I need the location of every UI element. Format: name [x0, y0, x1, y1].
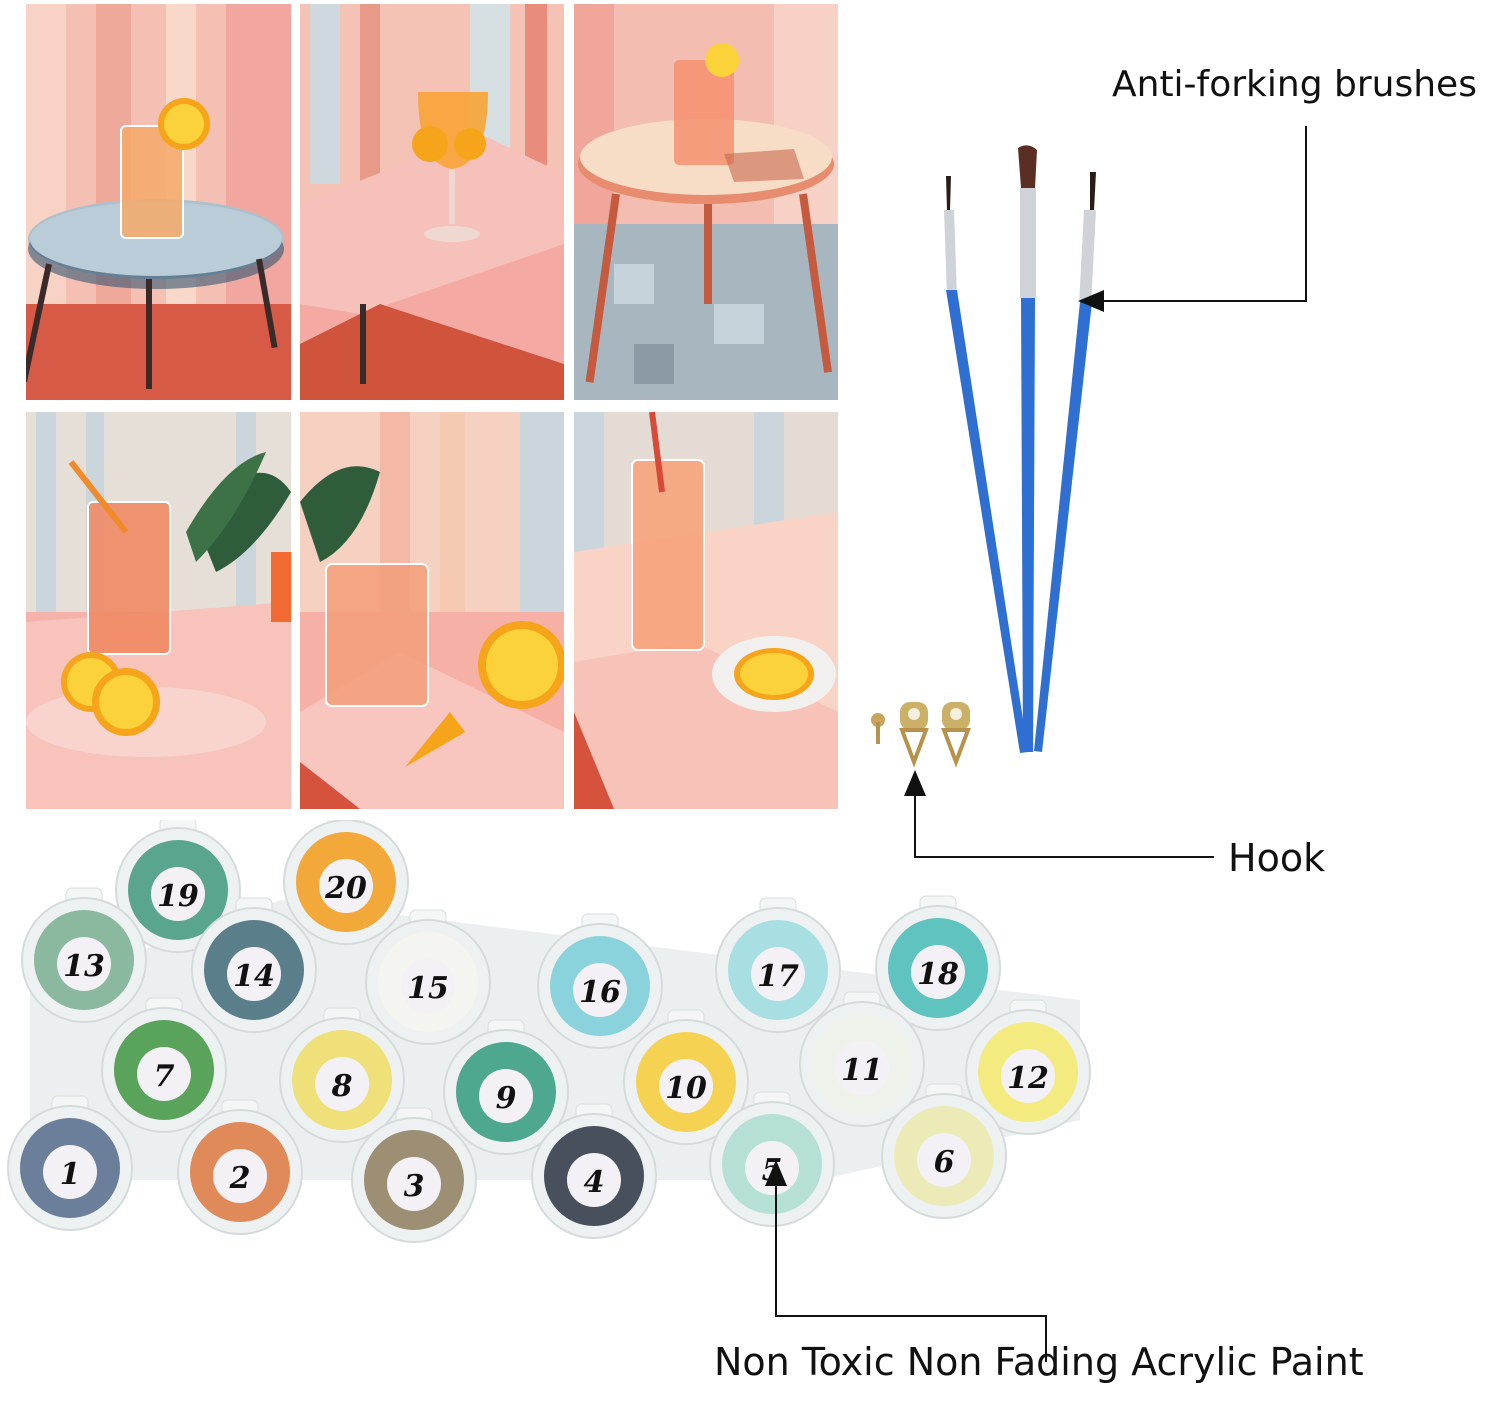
paint-pot-11: 11: [799, 991, 925, 1127]
paint-pot-12: 12: [965, 999, 1091, 1135]
paint-pot-number: 6: [934, 1145, 955, 1180]
paint-pot-9: 9: [443, 1019, 569, 1155]
paint-pot-4: 4: [531, 1103, 657, 1239]
hook-image: [868, 696, 983, 770]
paint-pot-19: 19: [115, 820, 241, 953]
paint-pot-number: 9: [496, 1081, 517, 1116]
hook-callout-horizontal-line: [914, 856, 1214, 858]
paint-callout-horizontal-line: [775, 1315, 1047, 1317]
paint-pot-number: 7: [154, 1059, 175, 1094]
paint-pot-number: 14: [233, 959, 275, 994]
paint-pot-number: 16: [579, 975, 621, 1010]
brushes-image: [920, 140, 1120, 760]
paint-pot-number: 12: [1007, 1061, 1049, 1096]
painting-thumbnail-5: [300, 412, 564, 809]
brushes-callout-horizontal-line: [1100, 300, 1307, 302]
paint-pot-13: 13: [21, 887, 147, 1023]
paint-pot-16: 16: [537, 913, 663, 1049]
paint-pot-17: 17: [715, 897, 841, 1033]
hook-1: [899, 702, 929, 768]
paint-pot-3: 3: [351, 1107, 477, 1243]
paint-pot-number: 1: [60, 1157, 81, 1192]
paint-pot-number: 2: [229, 1161, 251, 1196]
painting-thumbnail-3: [574, 4, 838, 400]
painting-thumbnail-1: [26, 4, 291, 400]
brushes-callout-vertical-line: [1305, 126, 1307, 302]
painting-thumbnail-2: [300, 4, 564, 400]
hook-label: Hook: [1228, 836, 1326, 880]
paint-pot-14: 14: [191, 897, 317, 1033]
paint-pot-1: 1: [7, 1095, 133, 1231]
paint-pot-15: 15: [365, 909, 491, 1045]
paint-callout-vertical-line-right: [1045, 1316, 1047, 1362]
paint-pot-8: 8: [279, 1007, 405, 1143]
painting-thumbnail-4: [26, 412, 291, 809]
paint-pot-number: 17: [757, 959, 799, 994]
screw: [871, 713, 885, 744]
paint-pot-number: 4: [584, 1165, 605, 1200]
paint-pot-number: 3: [404, 1169, 425, 1204]
paint-pot-number: 13: [63, 949, 105, 984]
paint-pot-number: 10: [665, 1071, 707, 1106]
paint-pot-10: 10: [623, 1009, 749, 1145]
brush-2: [1018, 145, 1037, 752]
paint-pot-20: 20: [283, 820, 409, 945]
brush-1: [944, 176, 1028, 753]
paint-pot-number: 15: [407, 971, 449, 1006]
painting-thumbnail-6: [574, 412, 838, 809]
paint-pot-18: 18: [875, 895, 1001, 1031]
paint-arrow-icon: [765, 1160, 787, 1186]
paint-pot-7: 7: [101, 997, 227, 1133]
brushes-arrow-icon: [1078, 290, 1104, 312]
paint-callout-vertical-line-left: [775, 1180, 777, 1317]
paint-pot-number: 18: [917, 957, 959, 992]
brushes-label: Anti-forking brushes: [1112, 64, 1477, 105]
hook-callout-vertical-line: [914, 790, 916, 858]
paint-pot-number: 20: [324, 871, 367, 906]
paint-pot-6: 6: [881, 1083, 1007, 1219]
paint-label: Non Toxic Non Fading Acrylic Paint: [714, 1340, 1364, 1384]
brush-3: [1034, 172, 1096, 752]
hook-arrow-icon: [904, 770, 926, 796]
paint-pot-number: 19: [157, 879, 199, 914]
paint-pot-2: 2: [177, 1099, 303, 1235]
paint-pot-number: 8: [331, 1069, 353, 1104]
paint-pot-number: 11: [841, 1053, 883, 1088]
hook-2: [941, 702, 971, 768]
